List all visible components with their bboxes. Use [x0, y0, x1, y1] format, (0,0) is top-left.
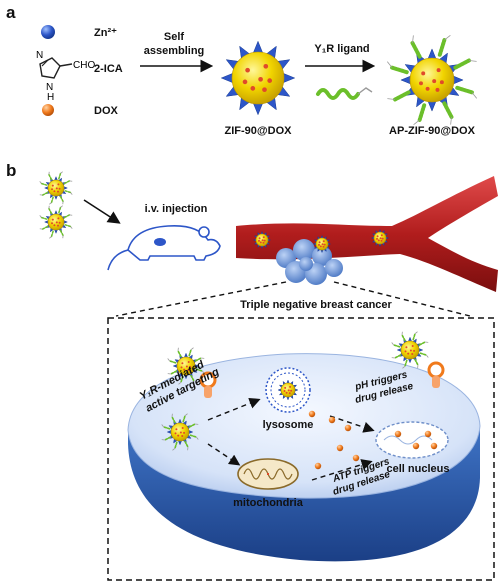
- cell-nucleus-icon: [375, 421, 449, 459]
- nanoparticle-icon: [252, 230, 272, 250]
- ica-molecule-icon: CHO N N H: [36, 50, 95, 103]
- zoom-box: [107, 317, 495, 581]
- ap-zif90-dox-label: AP-ZIF-90@DOX: [389, 125, 476, 137]
- ica-cho-label: CHO: [73, 60, 95, 71]
- receptor-icon: [199, 371, 217, 398]
- dox-molecules: [308, 410, 360, 470]
- assembling-label: assembling: [144, 45, 205, 57]
- ica-n-label: N: [36, 50, 43, 61]
- nanoparticle-icon: [39, 205, 73, 239]
- lysosome-label: lysosome: [263, 419, 314, 431]
- zif90-dox-label: ZIF-90@DOX: [225, 125, 293, 137]
- nanoparticle-icon: [391, 331, 429, 369]
- nanoparticle-icon: [39, 171, 73, 205]
- zoom-line-left: [115, 281, 287, 317]
- panel-b-letter: b: [6, 161, 16, 180]
- mitochondria-label: mitochondria: [233, 497, 304, 509]
- zn-ion-icon: [41, 25, 55, 39]
- nanoparticle-icon: [167, 347, 205, 385]
- ica-h-label: H: [47, 92, 54, 103]
- mouse-icon: [107, 224, 221, 271]
- ligand-peptide-icon: [316, 87, 373, 100]
- nanoparticle-icon: [277, 379, 299, 401]
- legend-dox-label: DOX: [94, 105, 119, 117]
- self-label: Self: [164, 31, 185, 43]
- nanoparticle-icon: [312, 234, 332, 254]
- ph-release-arrow: [329, 415, 375, 433]
- tumor-cluster: [276, 239, 343, 285]
- zif90-dox-particle: [220, 40, 296, 116]
- injection-arrow: [83, 199, 121, 224]
- legend-ica-label: 2-ICA: [94, 63, 123, 75]
- cell: [127, 353, 481, 562]
- atp-release-arrow: [311, 459, 373, 481]
- ica-nh-label: N: [46, 82, 53, 93]
- injection-label: i.v. injection: [145, 203, 208, 215]
- y1r-ligand-label: Y₁R ligand: [314, 43, 369, 55]
- dox-icon: [42, 104, 54, 116]
- legend: Zn²⁺ CHO N N H 2-ICA DOX: [36, 25, 123, 117]
- tumor-label: Triple negative breast cancer: [240, 299, 392, 311]
- legend-zn-label: Zn²⁺: [94, 27, 117, 39]
- nanoparticle-icon: [370, 228, 390, 248]
- blood-vessel: [236, 176, 498, 292]
- nanoparticle-icon: [161, 413, 199, 451]
- nucleus-label: cell nucleus: [387, 463, 450, 475]
- ap-zif90-dox-particle: [386, 34, 478, 126]
- nanoparticle-icon: [267, 473, 269, 475]
- panel-a-letter: a: [6, 3, 16, 22]
- receptor-icon: [427, 361, 445, 388]
- to-mitochondria-arrow: [207, 443, 241, 466]
